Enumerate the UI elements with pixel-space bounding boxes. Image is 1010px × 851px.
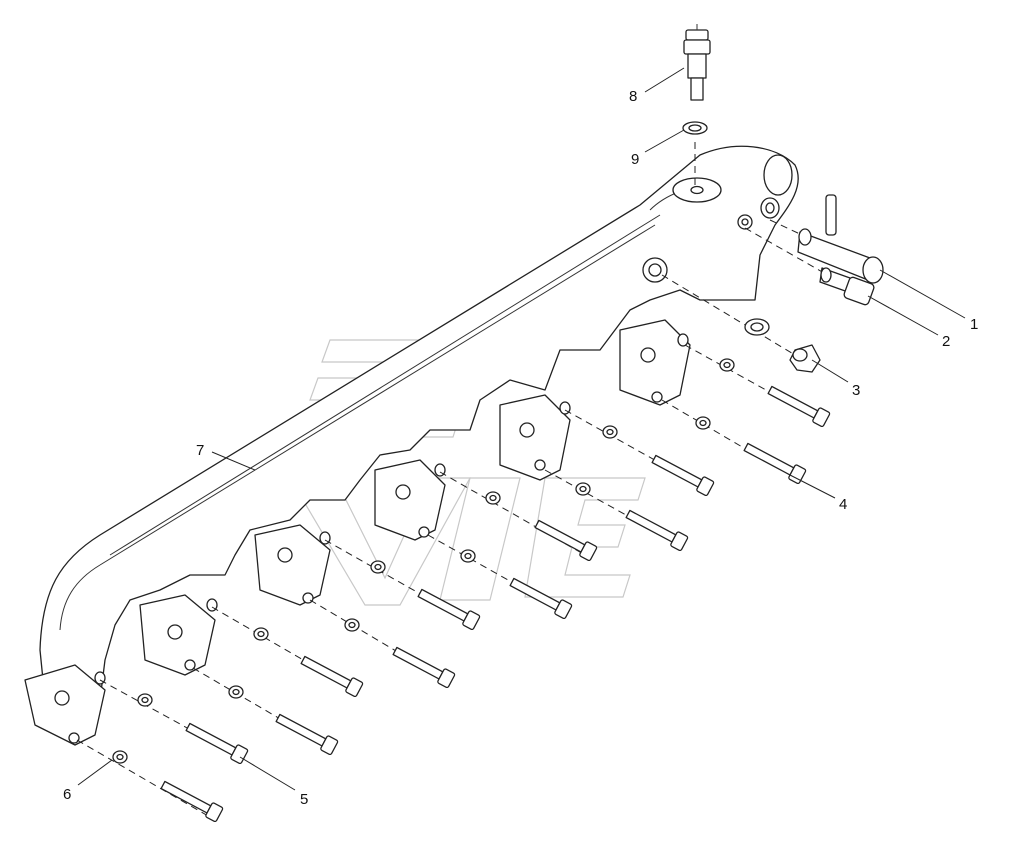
sensor-part-8 <box>683 24 711 101</box>
callout-2: 2 <box>942 333 950 350</box>
flange-1 <box>619 319 691 406</box>
plug-part-3 <box>744 318 821 373</box>
callout-labels: 1 2 3 4 5 6 7 8 9 <box>63 88 978 808</box>
flange-2 <box>499 394 571 481</box>
callout-9: 9 <box>631 151 639 168</box>
callout-5: 5 <box>300 791 308 808</box>
washers <box>112 358 735 764</box>
washer-part-9 <box>682 121 708 135</box>
callout-1: 1 <box>970 316 978 333</box>
callout-8: 8 <box>629 88 637 105</box>
flange-3 <box>374 459 446 541</box>
callout-3: 3 <box>852 382 860 399</box>
pipe-fitting-part-1 <box>797 194 884 284</box>
callout-6: 6 <box>63 786 71 803</box>
flange-4 <box>254 524 331 606</box>
callout-4: 4 <box>839 496 847 513</box>
manifold-body <box>24 145 799 746</box>
leader-lines <box>77 67 966 791</box>
callout-7: 7 <box>196 442 204 459</box>
bolts <box>160 385 831 823</box>
sender-part-2 <box>819 267 875 306</box>
flange-5 <box>139 594 218 676</box>
